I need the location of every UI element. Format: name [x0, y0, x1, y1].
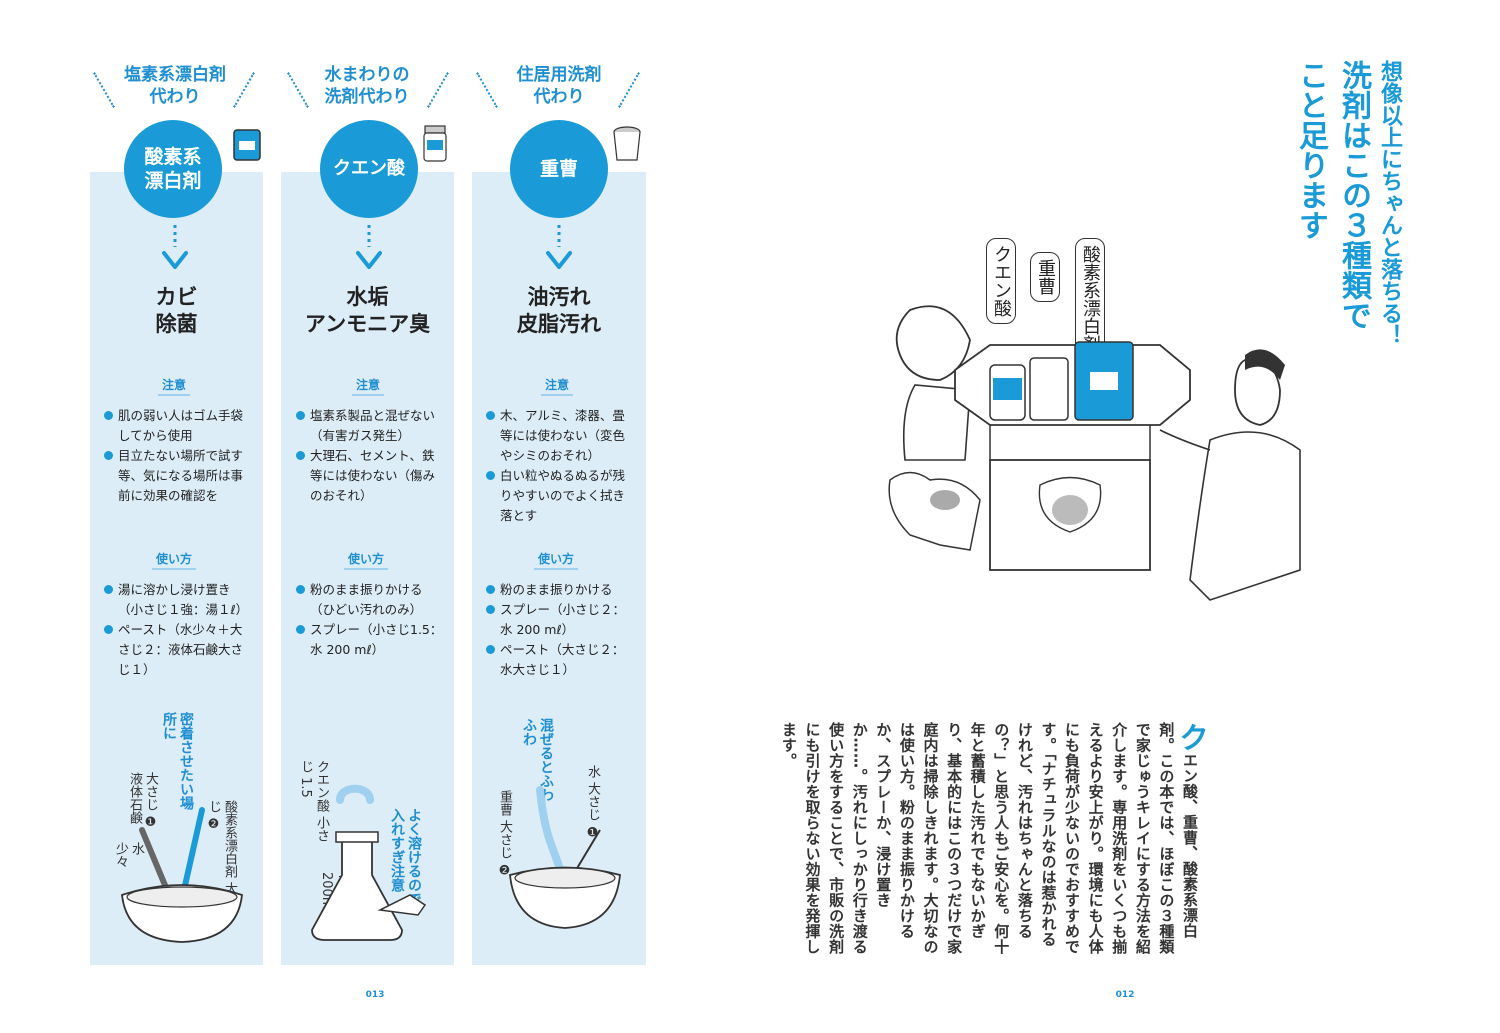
illustration-annotation: 混ぜるとふわふわ	[521, 718, 554, 802]
down-arrow-icon	[546, 225, 572, 269]
list-item: スプレー（小さじ1.5：水 200 mℓ）	[296, 620, 446, 660]
illustration-sublabel: 重曹 大さじ ❷	[497, 790, 512, 879]
label-tag-oxygen-bleach: 酸素系漂白剤	[1075, 238, 1105, 360]
list-item: 木、アルミ、漆器、畳等には使わない（変色やシミのおそれ）	[486, 406, 636, 466]
headline-line-3: こと足ります	[1293, 60, 1328, 240]
illustration-annotation: よく溶けるので入れすぎ注意	[389, 808, 422, 906]
list-item: 湯に溶かし浸け置き（小さじ１強：湯１ℓ）	[104, 580, 254, 620]
headline-line-2: 洗剤はこの３種類で	[1336, 60, 1371, 330]
usage-list: 粉のまま振りかける（ひどい汚れのみ） スプレー（小さじ1.5：水 200 mℓ）	[296, 580, 446, 660]
illustration-annotation: 密着させたい場所に	[161, 712, 194, 810]
spray-flask-illustration	[311, 784, 427, 941]
list-item: 塩素系製品と混ぜない（有害ガス発生）	[296, 406, 446, 446]
target-stains: 油汚れ 皮脂汚れ	[517, 285, 601, 336]
citric-bottle-icon	[423, 125, 447, 162]
caution-label: 注意	[541, 376, 574, 396]
target-stains: カビ 除菌	[155, 285, 198, 336]
agent-circle-oxygen-bleach: 酸素系 漂白剤	[124, 120, 222, 218]
body-text: クエン酸、重曹、酸素系漂白剤。この本では、ほぼこの３種類で家じゅうキレイにする方…	[780, 722, 1208, 962]
headline-line-1: 想像以上にちゃんと落ちる！	[1377, 60, 1402, 346]
illustration-sublabel: 水 大さじ ❶	[585, 765, 600, 841]
list-item: 肌の弱い人はゴム手袋してから使用	[104, 406, 254, 446]
agent-circle-citric-acid: クエン酸	[320, 120, 418, 218]
down-arrow-icon	[162, 225, 188, 269]
down-arrow-icon	[356, 225, 382, 269]
usage-label: 使い方	[344, 550, 389, 570]
cleaning-scene-illustration	[888, 305, 1301, 601]
target-stains: 水垢 アンモニア臭	[304, 285, 431, 336]
bleach-bag-icon	[233, 129, 261, 161]
page-number-left: 013	[365, 990, 385, 1000]
list-item: 目立たない場所で試す等、気になる場所は事前に効果の確認を	[104, 446, 254, 506]
usage-label: 使い方	[534, 550, 579, 570]
list-item: 大理石、セメント、鉄等には使わない（傷みのおそれ）	[296, 446, 446, 506]
mixing-bowl-illustration	[509, 786, 621, 929]
list-item: スプレー（小さじ２：水 200 mℓ）	[486, 600, 636, 640]
agent-circle-baking-soda: 重曹	[510, 120, 608, 218]
category-label: 住居用洗剤 代わり	[516, 65, 602, 107]
body-paragraph: エン酸、重曹、酸素系漂白剤。この本では、ほぼこの３種類で家じゅうキレイにする方法…	[779, 722, 1199, 955]
label-tag-citric-acid: クエン酸	[986, 238, 1016, 324]
label-tag-baking-soda: 重曹	[1030, 252, 1060, 302]
body-dropcap: ク	[1173, 722, 1208, 753]
illustration-sublabel: 水 少々	[113, 842, 144, 868]
illustration-sublabel: 大さじ ❶ 液体石鹸	[127, 772, 158, 831]
caution-label: 注意	[158, 376, 191, 396]
list-item: 白い粒やぬるぬるが残りやすいのでよく拭き落とす	[486, 466, 636, 526]
list-item: 粉のまま振りかける（ひどい汚れのみ）	[296, 580, 446, 620]
usage-list: 粉のまま振りかける スプレー（小さじ２：水 200 mℓ） ペースト（大さじ２：…	[486, 580, 636, 680]
category-label: 水まわりの 洗剤代わり	[324, 65, 410, 107]
usage-list: 湯に溶かし浸け置き（小さじ１強：湯１ℓ） ペースト（水少々＋大さじ２：液体石鹸大…	[104, 580, 254, 680]
illustration-sublabel: クエン酸 小さじ 1.5	[298, 760, 329, 843]
mixing-bowl-illustration	[121, 807, 243, 943]
caution-list: 塩素系製品と混ぜない（有害ガス発生） 大理石、セメント、鉄等には使わない（傷みの…	[296, 406, 446, 506]
caution-list: 肌の弱い人はゴム手袋してから使用 目立たない場所で試す等、気になる場所は事前に効…	[104, 406, 254, 506]
illustration-sublabel: 酸素系漂白剤 大さじ ❷	[206, 800, 237, 909]
list-item: ペースト（水少々＋大さじ２：液体石鹸大さじ１）	[104, 620, 254, 680]
baking-soda-shaker-icon	[613, 126, 641, 161]
page-number-right: 012	[1115, 990, 1135, 1000]
list-item: 粉のまま振りかける	[486, 580, 636, 600]
caution-list: 木、アルミ、漆器、畳等には使わない（変色やシミのおそれ） 白い粒やぬるぬるが残り…	[486, 406, 636, 526]
usage-label: 使い方	[152, 550, 197, 570]
category-label: 塩素系漂白剤 代わり	[124, 65, 226, 107]
list-item: ペースト（大さじ２：水大さじ１）	[486, 640, 636, 680]
caution-label: 注意	[352, 376, 385, 396]
